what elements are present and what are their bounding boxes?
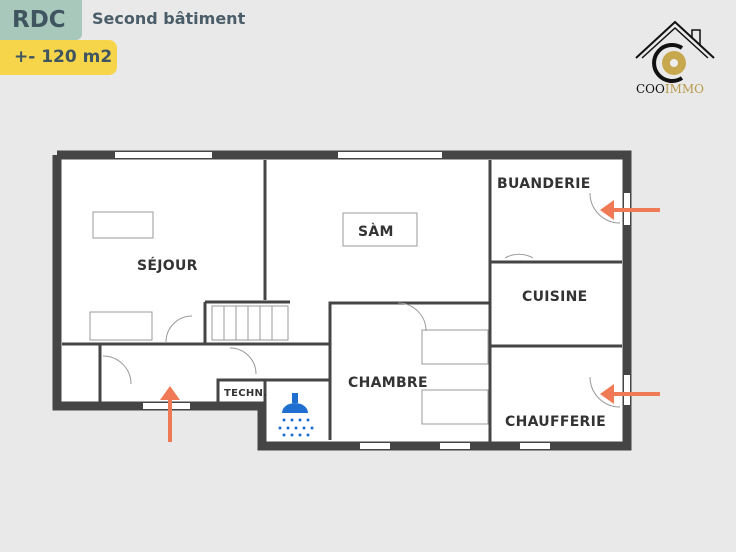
house-logo-icon — [635, 20, 715, 83]
room-label-sam: SÀM — [358, 224, 394, 240]
room-label-chambre: CHAMBRE — [348, 375, 428, 391]
building-title: Second bâtiment — [92, 9, 246, 28]
logo-text: COOIMMO — [636, 82, 704, 96]
area-badge: +- 120 m2 — [0, 40, 117, 75]
room-label-buanderie: BUANDERIE — [497, 176, 591, 192]
room-label-sejour: SÉJOUR — [137, 258, 198, 274]
logo-text-b: IMMO — [664, 82, 705, 96]
logo-text-a: COO — [636, 82, 665, 96]
room-label-chaufferie: CHAUFFERIE — [505, 414, 607, 430]
level-badge: RDC — [0, 0, 82, 40]
room-label-techn: TECHN. — [224, 388, 268, 399]
room-label-cuisine: CUISINE — [522, 289, 588, 305]
shower-icon — [278, 393, 314, 437]
entrance-arrows — [160, 200, 660, 442]
outer-walls — [52, 150, 632, 451]
inner-walls — [62, 160, 622, 442]
